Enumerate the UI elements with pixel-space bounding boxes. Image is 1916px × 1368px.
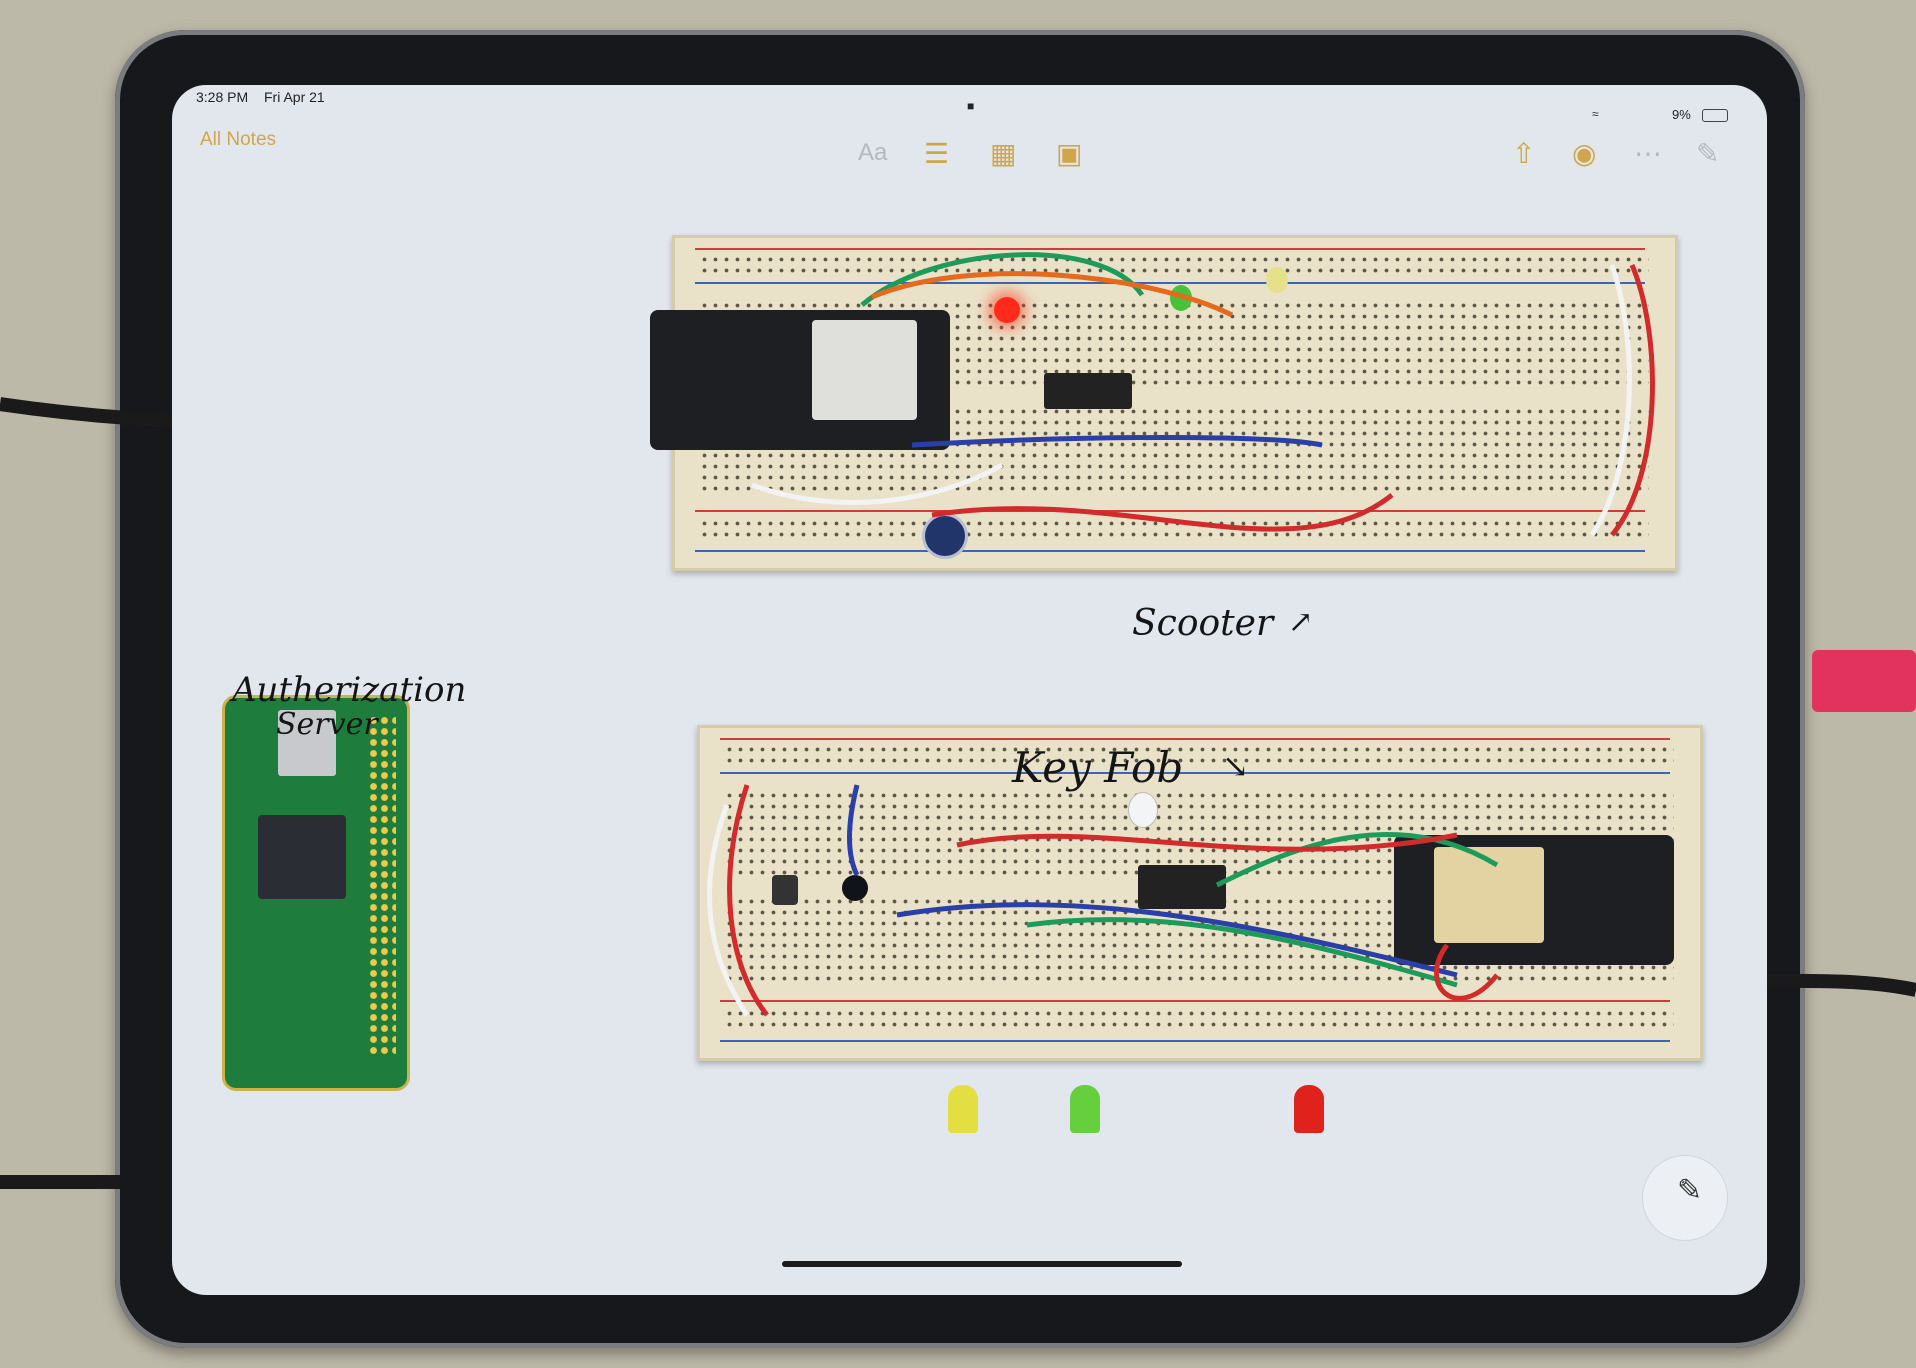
status-date: Fri Apr 21 [264,89,325,105]
yellow-led [1266,267,1288,293]
format-text-button[interactable]: Aa [858,139,888,166]
wifi-icon: ≈ [1592,107,1599,121]
lock-icon: ■ [967,99,975,113]
notes-screen: 3:28 PM Fri Apr 21 ■ ≈ 9% All Notes Aa ☰… [172,85,1767,1295]
auth-server-label-line1: Autherization [232,670,467,710]
scooter-breadboard [672,235,1678,571]
all-notes-back-link[interactable]: All Notes [200,129,277,150]
red-led-lit [994,297,1020,323]
pi-gpio-header [368,715,396,1055]
scooter-wires [751,252,1655,537]
battery-icon [1702,109,1728,122]
clear-led-keyfob [1128,792,1158,828]
table-icon[interactable]: ▦ [990,138,1017,169]
dip-chip-keyfob [1138,865,1226,909]
compose-icon[interactable]: ✎ [1696,138,1720,169]
markup-icon[interactable]: ◉ [1572,138,1597,169]
green-led-keyfob [1070,1085,1100,1133]
more-icon[interactable]: ⋯ [1634,138,1662,169]
pi-cpu-chip [258,815,346,899]
push-button [772,875,798,905]
esp32-module-shield [812,320,917,420]
share-icon[interactable]: ⇧ [1512,138,1536,169]
battery-percent: 9% [1672,107,1691,122]
yellow-led-keyfob [948,1085,978,1133]
transistor [842,875,868,901]
usb-cable-bottom-left [0,1160,280,1220]
home-indicator [782,1261,1182,1267]
pi-sd-card-slot [278,710,336,776]
camera-icon[interactable]: ▣ [1056,138,1083,169]
status-time: 3:28 PM [196,89,249,105]
pink-usb-adapter [1812,650,1916,712]
key-fob-arrow-icon: ↘ [1222,747,1249,785]
red-led-keyfob [1294,1085,1324,1133]
keyfob-wires [707,784,1499,1017]
dip-chip-scooter [1044,373,1132,409]
pencil-tool-button[interactable] [1642,1155,1728,1241]
pencil-icon: ✎ [1677,1174,1703,1207]
checklist-icon[interactable]: ☰ [924,138,950,169]
scooter-label: Scooter [1132,603,1274,644]
key-fob-label: Key Fob [1012,743,1184,792]
scooter-arrow-icon: ↗ [1288,605,1314,640]
auth-server-label-line2: Server [276,707,378,742]
